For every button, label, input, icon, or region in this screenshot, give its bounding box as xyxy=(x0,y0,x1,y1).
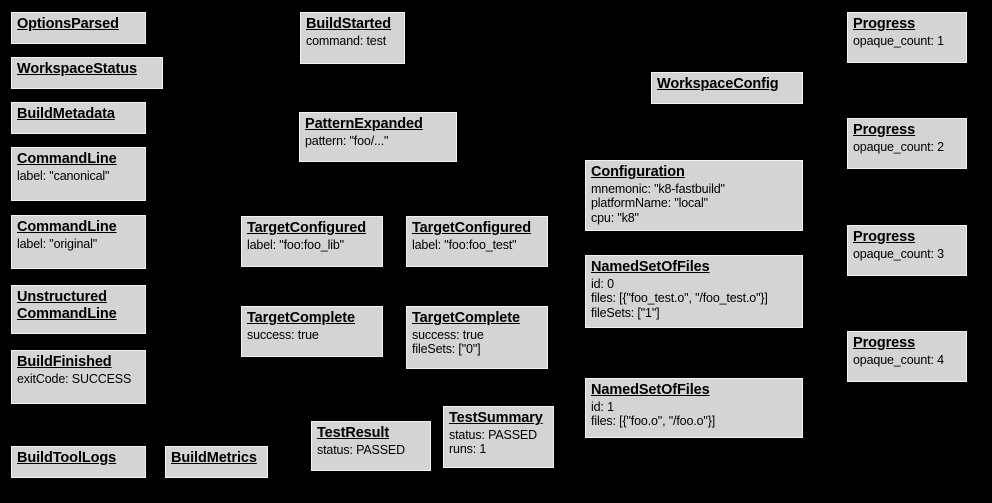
event-node-build-metadata[interactable]: BuildMetadata xyxy=(11,102,146,134)
event-node-title: Progress xyxy=(853,335,916,351)
event-node-title: BuildToolLogs xyxy=(17,450,117,466)
event-node-field: opaque_count: 2 xyxy=(853,139,944,154)
event-node-field: success: true xyxy=(247,327,319,342)
event-node-title: TestResult xyxy=(317,425,390,441)
event-node-fields: command: test xyxy=(306,34,399,49)
event-node-field: exitCode: SUCCESS xyxy=(17,371,132,386)
event-node-field: label: "canonical" xyxy=(17,168,110,183)
event-node-field: command: test xyxy=(306,33,387,48)
event-node-title: Unstructured CommandLine xyxy=(17,289,117,322)
event-node-fields: status: PASSED xyxy=(317,443,425,458)
event-node-workspace-config[interactable]: WorkspaceConfig xyxy=(651,72,803,104)
event-node-title: Progress xyxy=(853,122,916,138)
event-node-field: id: 0 xyxy=(591,276,614,291)
event-node-field: label: "foo:foo_test" xyxy=(412,237,517,252)
event-node-field: opaque_count: 1 xyxy=(853,33,944,48)
event-node-fields: success: true xyxy=(247,328,377,343)
event-node-field: success: true xyxy=(412,327,484,342)
event-node-title: CommandLine xyxy=(17,151,117,167)
event-node-fields: opaque_count: 4 xyxy=(853,353,961,368)
event-node-field: label: "original" xyxy=(17,236,97,251)
event-node-title: TargetConfigured xyxy=(412,220,531,236)
event-node-title: TargetComplete xyxy=(412,310,520,326)
event-node-field: label: "foo:foo_lib" xyxy=(247,237,344,252)
event-node-unstructured-command-line[interactable]: Unstructured CommandLine xyxy=(11,285,146,334)
event-node-fields: label: "original" xyxy=(17,237,140,252)
event-node-title: Progress xyxy=(853,229,916,245)
event-node-fields: pattern: "foo/..." xyxy=(305,134,451,149)
event-node-title: BuildMetadata xyxy=(17,106,115,122)
event-node-field: opaque_count: 4 xyxy=(853,352,944,367)
event-node-field: runs: 1 xyxy=(449,442,487,457)
event-node-title: NamedSetOfFiles xyxy=(591,382,710,398)
event-node-title: OptionsParsed xyxy=(17,16,119,32)
event-node-fields: label: "canonical" xyxy=(17,169,140,184)
event-node-title: TestSummary xyxy=(449,410,543,426)
event-node-field: cpu: "k8" xyxy=(591,210,639,225)
event-node-field: pattern: "foo/..." xyxy=(305,133,389,148)
event-node-build-metrics[interactable]: BuildMetrics xyxy=(165,446,268,478)
event-node-fields: opaque_count: 1 xyxy=(853,34,961,49)
event-node-field: platformName: "local" xyxy=(591,196,708,211)
event-node-title: CommandLine xyxy=(17,219,117,235)
event-node-title: TargetConfigured xyxy=(247,220,366,236)
event-node-field: id: 1 xyxy=(591,399,614,414)
event-node-field: mnemonic: "k8-fastbuild" xyxy=(591,181,725,196)
event-node-build-tool-logs[interactable]: BuildToolLogs xyxy=(11,446,146,478)
event-node-title: Progress xyxy=(853,16,916,32)
event-node-field: fileSets: ["1"] xyxy=(591,305,660,320)
event-node-field: files: [{"foo.o", "/foo.o"}] xyxy=(591,414,716,429)
event-node-title: NamedSetOfFiles xyxy=(591,259,710,275)
event-node-field: files: [{"foo_test.o", "/foo_test.o"}] xyxy=(591,291,768,306)
event-node-fields: mnemonic: "k8-fastbuild"platformName: "l… xyxy=(591,182,797,226)
event-node-title: Configuration xyxy=(591,164,685,180)
event-node-workspace-status[interactable]: WorkspaceStatus xyxy=(11,57,163,89)
event-node-title: WorkspaceStatus xyxy=(17,61,137,77)
event-node-field: fileSets: ["0"] xyxy=(412,342,481,357)
event-node-title: PatternExpanded xyxy=(305,116,423,132)
event-node-title: BuildStarted xyxy=(306,16,392,32)
event-node-field: status: PASSED xyxy=(317,442,405,457)
event-node-title: BuildMetrics xyxy=(171,450,257,466)
event-node-fields: label: "foo:foo_lib" xyxy=(247,238,377,253)
event-node-fields: opaque_count: 2 xyxy=(853,140,961,155)
event-node-title: WorkspaceConfig xyxy=(657,76,779,92)
event-node-fields: exitCode: SUCCESS xyxy=(17,372,140,387)
event-node-title: BuildFinished xyxy=(17,354,112,370)
event-node-options-parsed[interactable]: OptionsParsed xyxy=(11,12,146,44)
event-node-fields: opaque_count: 3 xyxy=(853,247,961,262)
event-node-field: opaque_count: 3 xyxy=(853,246,944,261)
event-node-field: status: PASSED xyxy=(449,427,537,442)
event-node-title: TargetComplete xyxy=(247,310,355,326)
event-node-fields: label: "foo:foo_test" xyxy=(412,238,542,253)
